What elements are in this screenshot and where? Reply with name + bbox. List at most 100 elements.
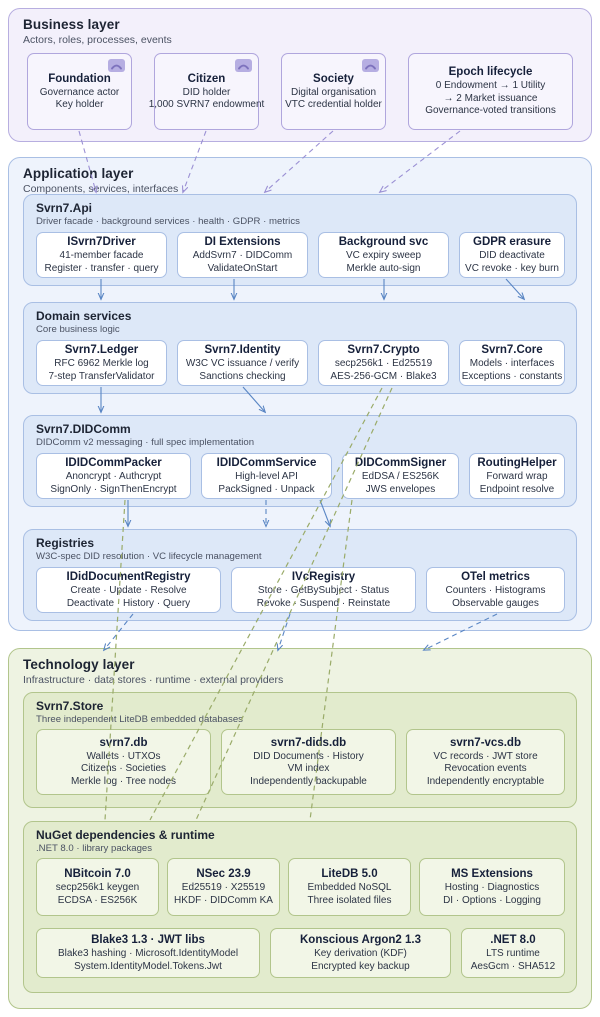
card-line: Embedded NoSQL	[307, 882, 392, 894]
card-title: DIDCommSigner	[354, 457, 447, 470]
group-title: Svrn7.DIDComm	[36, 422, 131, 436]
card-litedb[interactable]: LiteDB 5.0 Embedded NoSQL Three isolated…	[288, 858, 411, 916]
card-line: Governance actor	[39, 86, 120, 98]
card-konscious-argon2[interactable]: Konscious Argon2 1.3 Key derivation (KDF…	[270, 928, 451, 978]
card-line: DI · Options · Logging	[443, 894, 541, 906]
card-line: Independently encryptable	[426, 775, 545, 787]
card-otel-metrics[interactable]: OTel metrics Counters · Histograms Obser…	[426, 567, 565, 613]
group-title: Svrn7.Store	[36, 699, 104, 713]
card-title: Konscious Argon2 1.3	[300, 934, 421, 947]
card-line: AddSvrn7 · DIDComm	[192, 250, 293, 262]
card-ididdocumentregistry[interactable]: IDidDocumentRegistry Create · Update · R…	[36, 567, 221, 613]
card-nsec[interactable]: NSec 23.9 Ed25519 · X25519 HKDF · DIDCom…	[167, 858, 280, 916]
card-svrn7-vcs-db[interactable]: svrn7-vcs.db VC records · JWT store Revo…	[406, 729, 565, 795]
card-routinghelper[interactable]: RoutingHelper Forward wrap Endpoint reso…	[469, 453, 565, 499]
card-line: Sanctions checking	[199, 370, 286, 382]
card-line: secp256k1 keygen	[55, 882, 140, 894]
card-title: DI Extensions	[204, 236, 281, 249]
card-title: RoutingHelper	[477, 457, 557, 470]
card-line: Endpoint resolve	[479, 483, 555, 495]
card-title: .NET 8.0	[490, 934, 536, 947]
card-line: 41-member facade	[59, 250, 144, 262]
card-svrn7-core[interactable]: Svrn7.Core Models · interfaces Exception…	[459, 340, 565, 386]
card-background-svc[interactable]: Background svc VC expiry sweep Merkle au…	[318, 232, 449, 278]
card-blake3-jwt[interactable]: Blake3 1.3 · JWT libs Blake3 hashing · M…	[36, 928, 260, 978]
card-line: Observable gauges	[452, 597, 539, 609]
group-title: Registries	[36, 536, 95, 550]
card-citizen[interactable]: Citizen DID holder 1,000 SVRN7 endowment	[149, 53, 264, 130]
card-line: Independently backupable	[250, 775, 367, 787]
group-subtitle: DIDComm v2 messaging · full spec impleme…	[36, 437, 255, 448]
card-line: Revoke · Suspend · Reinstate	[256, 597, 391, 609]
card-title: Society	[313, 72, 354, 85]
card-svrn7-dids-db[interactable]: svrn7-dids.db DID Documents · History VM…	[221, 729, 396, 795]
card-society[interactable]: Society Digital organisation VTC credent…	[281, 53, 386, 130]
card-title: GDPR erasure	[473, 236, 551, 249]
card-line: RFC 6962 Merkle log	[54, 358, 149, 370]
card-title: Svrn7.Identity	[204, 344, 281, 357]
card-line: Ed25519 · X25519	[181, 882, 266, 894]
card-nbitcoin[interactable]: NBitcoin 7.0 secp256k1 keygen ECDSA · ES…	[36, 858, 159, 916]
card-line: High-level API	[235, 471, 298, 483]
card-di-extensions[interactable]: DI Extensions AddSvrn7 · DIDComm Validat…	[177, 232, 308, 278]
card-line: PackSigned · Unpack	[218, 483, 315, 495]
card-line: Deactivate · History · Query	[66, 597, 191, 609]
card-line: SignOnly · SignThenEncrypt	[50, 483, 177, 495]
card-title: ISvrn7Driver	[67, 236, 136, 249]
card-gdpr-erasure[interactable]: GDPR erasure DID deactivate VC revoke · …	[459, 232, 565, 278]
card-title: MS Extensions	[451, 868, 533, 881]
layer-application-title: Application layer	[23, 166, 134, 181]
group-subtitle: Core business logic	[36, 324, 120, 335]
card-ivcregistry[interactable]: IVcRegistry Store · GetBySubject · Statu…	[231, 567, 416, 613]
card-ididcommservice[interactable]: IDIDCommService High-level API PackSigne…	[201, 453, 332, 499]
card-line: Blake3 hashing · Microsoft.IdentityModel	[57, 948, 239, 960]
card-line: Forward wrap	[486, 471, 548, 483]
card-line: JWS envelopes	[365, 483, 436, 495]
card-title: IDIDCommPacker	[65, 457, 162, 470]
card-line: secp256k1 · Ed25519	[334, 358, 433, 370]
card-svrn7-identity[interactable]: Svrn7.Identity W3C VC issuance / verify …	[177, 340, 308, 386]
card-svrn7-db[interactable]: svrn7.db Wallets · UTXOs Citizens · Soci…	[36, 729, 211, 795]
layer-technology-title: Technology layer	[23, 657, 135, 672]
card-svrn7-crypto[interactable]: Svrn7.Crypto secp256k1 · Ed25519 AES-256…	[318, 340, 449, 386]
card-line: Digital organisation	[290, 86, 377, 98]
card-title: Citizen	[187, 72, 226, 85]
card-title: IVcRegistry	[291, 571, 356, 584]
card-isvrn7driver[interactable]: ISvrn7Driver 41-member facade Register ·…	[36, 232, 167, 278]
card-line: Register · transfer · query	[44, 262, 159, 274]
card-line: Key derivation (KDF)	[314, 948, 407, 960]
card-line: Governance-voted transitions	[425, 105, 556, 117]
card-dotnet[interactable]: .NET 8.0 LTS runtime AesGcm · SHA512	[461, 928, 565, 978]
card-foundation[interactable]: Foundation Governance actor Key holder	[27, 53, 132, 130]
card-line: Citizens · Societies	[80, 763, 167, 775]
card-title: IDIDCommService	[216, 457, 317, 470]
card-line: Merkle auto-sign	[346, 262, 421, 274]
card-line: LTS runtime	[486, 948, 540, 960]
layer-business-title: Business layer	[23, 17, 120, 32]
card-title: Svrn7.Ledger	[64, 344, 139, 357]
card-title: svrn7-dids.db	[270, 736, 347, 749]
card-ms-extensions[interactable]: MS Extensions Hosting · Diagnostics DI ·…	[419, 858, 565, 916]
card-line: Key holder	[55, 99, 104, 110]
card-epoch-lifecycle[interactable]: Epoch lifecycle 0 Endowment → 1 Utility …	[408, 53, 573, 130]
card-ididcommpacker[interactable]: IDIDCommPacker Anoncrypt · Authcrypt Sig…	[36, 453, 191, 499]
card-title: Blake3 1.3 · JWT libs	[91, 934, 205, 947]
group-title: Svrn7.Api	[36, 201, 93, 215]
group-subtitle: Driver facade · background services · he…	[36, 216, 300, 227]
card-svrn7-ledger[interactable]: Svrn7.Ledger RFC 6962 Merkle log 7-step …	[36, 340, 167, 386]
card-title: LiteDB 5.0	[321, 868, 378, 881]
card-line: Wallets · UTXOs	[86, 750, 161, 762]
card-title: NSec 23.9	[196, 868, 251, 881]
card-title: svrn7.db	[99, 736, 148, 749]
card-line: Counters · Histograms	[445, 585, 546, 597]
card-didcommsigner[interactable]: DIDCommSigner EdDSA / ES256K JWS envelop…	[342, 453, 459, 499]
card-line: VC expiry sweep	[345, 250, 422, 262]
card-line: W3C VC issuance / verify	[185, 358, 300, 370]
card-title: Background svc	[338, 236, 429, 249]
card-line: Store · GetBySubject · Status	[257, 585, 390, 597]
actor-icon	[362, 59, 379, 72]
card-title: svrn7-vcs.db	[450, 736, 521, 749]
card-line: Exceptions · constants	[461, 370, 563, 382]
card-line: Revocation events	[444, 763, 527, 775]
card-line: ValidateOnStart	[207, 262, 278, 274]
